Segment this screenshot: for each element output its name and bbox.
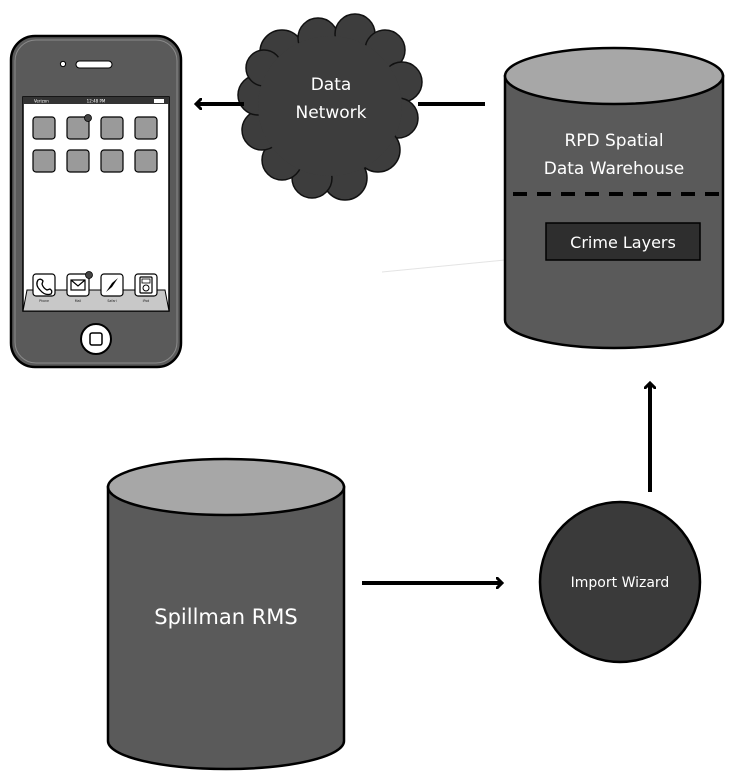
mail-app-icon <box>66 273 90 297</box>
spillman-rms-label: Spillman RMS <box>154 605 298 629</box>
phone-speaker-icon <box>75 60 113 69</box>
dock-label: Phone <box>39 299 49 303</box>
app-icon <box>66 149 90 173</box>
phone-carrier-label: Verizon <box>34 99 49 104</box>
spillman-rms-cylinder: Spillman RMS <box>106 457 346 771</box>
crime-layers-label: Crime Layers <box>570 233 676 252</box>
cloud-label-line2: Network <box>296 103 367 123</box>
import-wizard-node: Import Wizard <box>538 500 702 664</box>
warehouse-label-line1: RPD Spatial <box>564 131 663 151</box>
cylinder-top <box>503 46 725 106</box>
faint-connector-line <box>381 259 506 273</box>
rpd-spatial-data-warehouse-cylinder: RPD Spatial Data Warehouse Crime Layers <box>503 46 725 350</box>
app-icon <box>66 116 90 140</box>
phone-home-button-icon <box>80 323 112 355</box>
app-icon <box>32 116 56 140</box>
app-icon <box>32 149 56 173</box>
crime-layers-box <box>545 222 701 261</box>
import-wizard-label: Import Wizard <box>571 575 670 591</box>
phone-dock: Phone Mail Safari iPod <box>22 271 170 312</box>
app-icon <box>100 149 124 173</box>
phone-camera-icon <box>59 60 67 68</box>
app-icon <box>134 149 158 173</box>
dock-label: iPod <box>143 299 150 303</box>
smartphone-icon: Verizon 12:48 PM <box>9 34 183 369</box>
cloud-label-line1: Data <box>311 75 352 95</box>
notification-badge-icon <box>85 271 93 279</box>
dock-label: Mail <box>75 299 82 303</box>
data-network-cloud: Data Network <box>237 13 423 201</box>
dock-label: Safari <box>107 299 116 303</box>
app-icon <box>134 116 158 140</box>
warehouse-label-line2: Data Warehouse <box>544 159 684 179</box>
phone-status-bar <box>23 97 169 104</box>
app-icon <box>100 116 124 140</box>
phone-app-grid <box>32 114 158 173</box>
cylinder-top <box>106 457 346 517</box>
phone-time-label: 12:48 PM <box>87 99 106 104</box>
phone-battery-icon <box>154 99 164 103</box>
notification-badge-icon <box>84 114 92 122</box>
